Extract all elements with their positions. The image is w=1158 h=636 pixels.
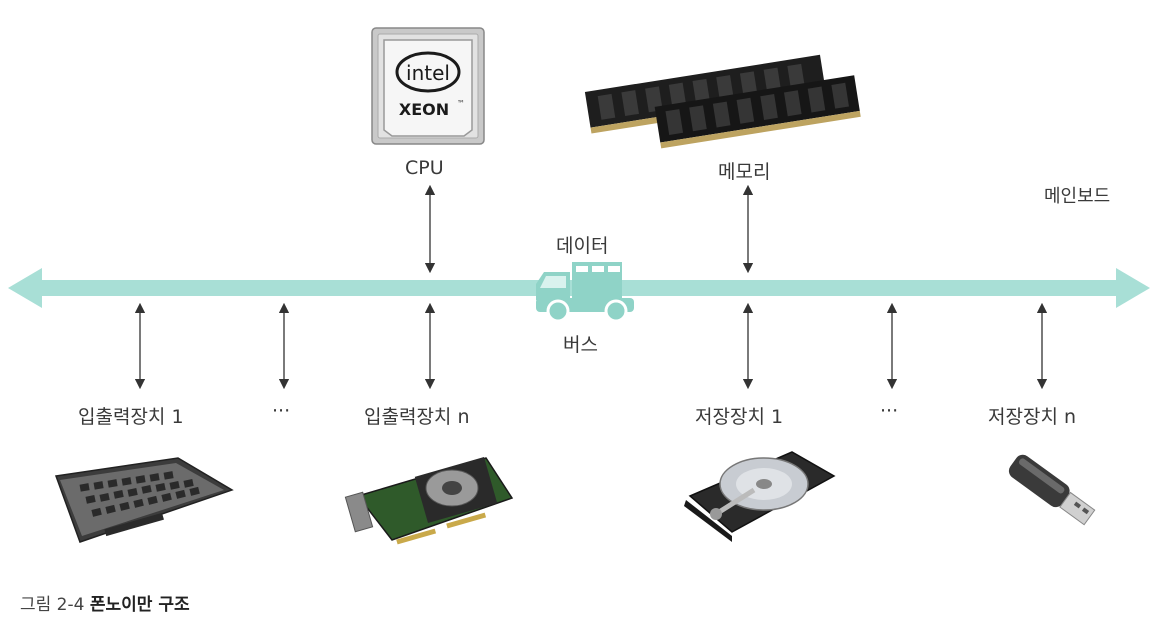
figure-title: 폰노이만 구조 — [89, 595, 190, 615]
graphics-card-icon — [344, 457, 514, 545]
memory-ram-icon — [584, 54, 861, 149]
mainboard-label: 메인보드 — [1044, 186, 1111, 207]
io-device-1-label: 입출력장치 1 — [78, 406, 184, 428]
cpu-label: CPU — [405, 157, 444, 179]
io-device-n-label: 입출력장치 n — [364, 406, 470, 428]
chip-brand-text: intel — [406, 61, 450, 85]
truck-icon — [536, 262, 634, 323]
cpu-chip-icon — [371, 27, 485, 145]
usb-stick-icon — [1008, 454, 1096, 526]
storage-device-1-label: 저장장치 1 — [695, 406, 784, 428]
io-ellipsis: ··· — [272, 400, 291, 422]
hard-disk-icon — [684, 451, 836, 542]
storage-device-n-label: 저장장치 n — [988, 406, 1077, 428]
data-label: 데이터 — [556, 235, 609, 257]
figure-caption: 그림 2-4 폰노이만 구조 — [20, 590, 190, 615]
keyboard-icon — [54, 457, 234, 543]
memory-label: 메모리 — [718, 161, 771, 183]
storage-ellipsis: ··· — [880, 400, 899, 422]
chip-tm-text: ™ — [457, 99, 465, 108]
bus-label: 버스 — [563, 334, 598, 356]
figure-number: 그림 2-4 — [20, 595, 85, 615]
chip-model-text: XEON — [399, 100, 449, 119]
